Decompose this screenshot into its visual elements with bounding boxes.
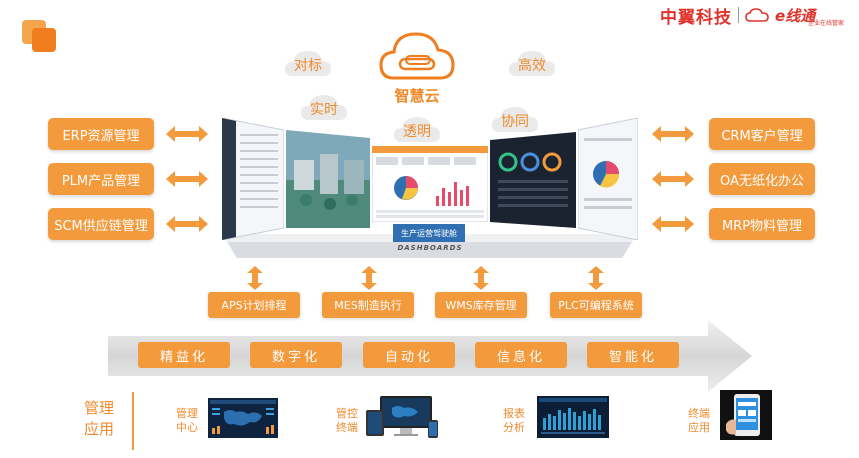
double-arrow-icon [166,126,208,142]
vertical-double-arrow-icon [247,266,263,290]
system-crm[interactable]: CRM客户管理 [709,118,815,150]
management-apps-title: 管理应用 [83,399,114,438]
cloud-main-icon [379,32,455,80]
cloud-tag-shishi: 实时 [299,92,349,122]
brand-product: e线通 [775,6,816,25]
app-label-terminal: 管控终端 [336,407,358,434]
vertical-double-arrow-icon [361,266,377,290]
app-label-mobile: 终端应用 [688,407,710,434]
cloud-tag-gaoxiao: 高效 [507,48,557,78]
stage-automation[interactable]: 自动化 [363,342,455,368]
cloud-shape-icon [285,51,331,76]
double-arrow-icon [166,171,208,187]
brand-name: 中翼科技 [660,7,732,28]
system-oa[interactable]: OA无纸化办公 [709,163,815,195]
module-aps[interactable]: APS计划排程 [208,292,300,318]
dashboard-screen-dark [490,132,576,228]
cloud-tag-label: 对标 [294,58,322,74]
brand-header: 中翼科技 e线通 企业在线管家 [660,4,855,28]
double-arrow-icon [166,216,208,232]
app-label-center: 管理中心 [176,407,198,434]
cloud-shape-icon [394,117,440,142]
dashboard-screen-5 [578,118,638,240]
system-mrp[interactable]: MRP物料管理 [709,208,815,240]
stage-information[interactable]: 信息化 [475,342,567,368]
module-plc[interactable]: PLC可编程系统 [550,292,642,318]
cloud-tag-label: 协同 [501,114,529,130]
stage-intelligent[interactable]: 智能化 [587,342,679,368]
cloud-tag-label: 透明 [403,124,431,140]
management-divider [132,392,134,450]
cloud-tag-label: 高效 [518,58,546,74]
dashboard-screen-1 [222,118,284,240]
vertical-double-arrow-icon [473,266,489,290]
app-thumb-terminal[interactable] [366,396,438,440]
dashboard-sub-label: DASHBOARDS [397,244,463,252]
dashboard-screen-factory [286,130,370,228]
cloud-tag-xietong: 协同 [490,104,540,134]
brand-product-sub: 企业在线管家 [808,20,845,27]
module-wms[interactable]: WMS库存管理 [435,292,527,318]
cloud-main-label: 智慧云 [394,87,440,105]
cloud-tag-duibiao: 对标 [283,48,333,78]
cloud-shape-icon [301,95,347,120]
app-thumb-center[interactable] [208,398,278,438]
system-plm[interactable]: PLM产品管理 [48,163,154,195]
stage-lean[interactable]: 精益化 [138,342,230,368]
cloud-tag-label: 实时 [310,102,338,118]
double-arrow-icon [652,216,694,232]
app-thumb-report[interactable] [537,396,609,438]
module-mes[interactable]: MES制造执行 [322,292,414,318]
brand-divider [738,7,739,23]
system-erp[interactable]: ERP资源管理 [48,118,154,150]
double-arrow-icon [652,171,694,187]
app-label-report: 报表分析 [503,407,525,434]
system-scm[interactable]: SCM供应链管理 [48,208,154,240]
cloud-tag-touming: 透明 [392,114,442,144]
cloud-shape-icon [492,107,538,132]
app-thumb-mobile[interactable] [720,390,772,440]
brand-cloud-icon [745,8,769,22]
logo-front-square [32,28,56,52]
cloud-shape-icon [509,51,555,76]
vertical-double-arrow-icon [588,266,604,290]
dashboard-screen-center [372,146,488,222]
stage-digital[interactable]: 数字化 [250,342,342,368]
dashboard-label: 生产运营驾驶舱 [393,224,465,242]
double-arrow-icon [652,126,694,142]
